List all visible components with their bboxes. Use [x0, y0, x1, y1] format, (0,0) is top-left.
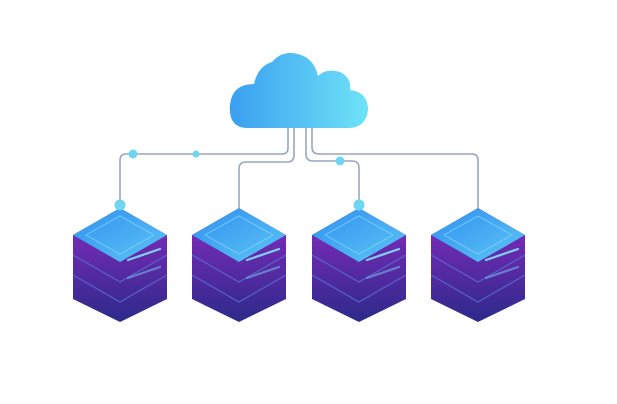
server-layer-line [430, 254, 526, 283]
server-stack-icon [311, 199, 407, 322]
connector-server-3 [305, 128, 360, 205]
server-status-stripe [245, 247, 281, 262]
server-top-face [192, 208, 286, 262]
server-status-stripe [365, 247, 401, 262]
server-status-stripe [126, 265, 162, 280]
connector-server-4 [311, 128, 479, 210]
server-layer-line [72, 274, 168, 303]
server-layer-line [311, 274, 407, 303]
server-stack-icon [72, 199, 168, 322]
server-top-inset [442, 215, 514, 255]
server-top-face [312, 208, 406, 262]
server-top-face [73, 208, 167, 262]
server-layer-line [191, 274, 287, 303]
connector-server-2 [238, 128, 295, 210]
server-status-stripe [126, 247, 162, 262]
node-dot [335, 156, 345, 166]
server-status-stripe [245, 265, 281, 280]
server-layer-line [72, 254, 168, 283]
server-stack-icon [430, 208, 526, 322]
server-group [72, 199, 526, 322]
server-connector-dot [353, 199, 365, 211]
connector-nodes [128, 149, 345, 166]
server-top-inset [84, 215, 156, 255]
server-status-stripe [484, 247, 520, 262]
server-top-face [431, 208, 525, 262]
server-layer-line [191, 254, 287, 283]
server-top-inset [323, 215, 395, 255]
node-dot [192, 150, 200, 158]
connector-lines [119, 128, 479, 210]
server-top-inset [203, 215, 275, 255]
connector-server-1 [119, 128, 289, 205]
cloud-icon [229, 53, 368, 128]
server-status-stripe [365, 265, 401, 280]
server-layer-line [311, 254, 407, 283]
server-stack-icon [191, 208, 287, 322]
server-status-stripe [484, 265, 520, 280]
server-connector-dot [114, 199, 126, 211]
server-layer-line [430, 274, 526, 303]
node-dot [128, 149, 138, 159]
